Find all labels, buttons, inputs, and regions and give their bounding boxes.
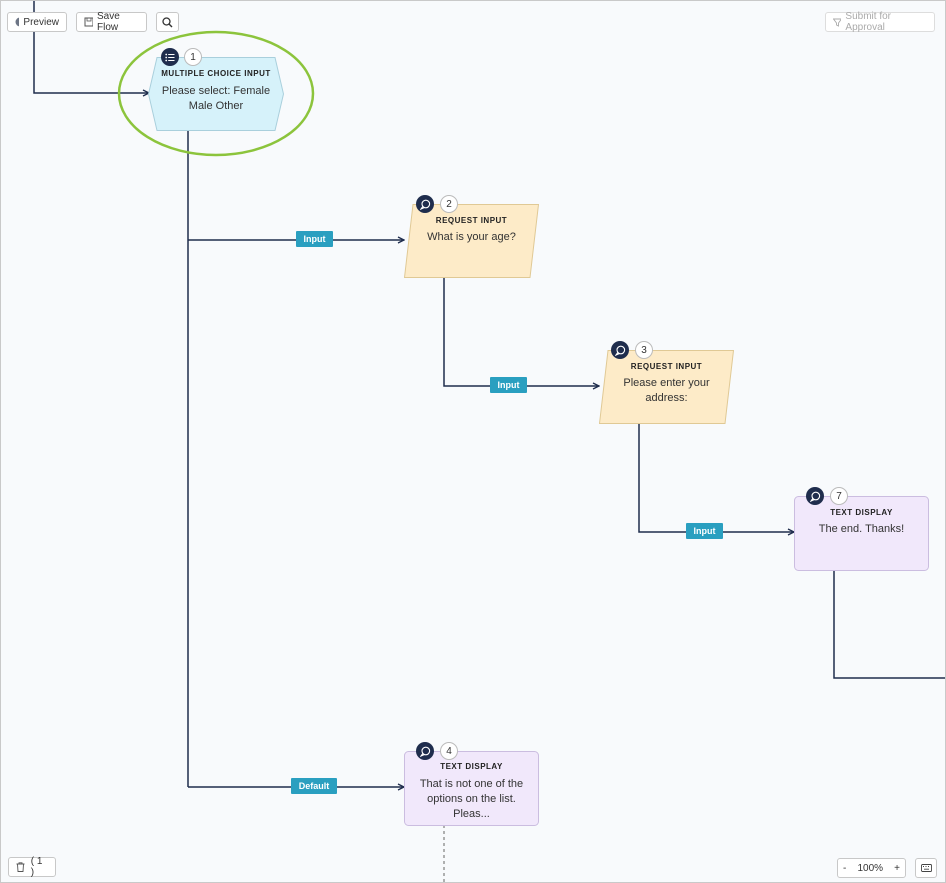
node-shape-hexagon bbox=[148, 57, 284, 131]
search-button[interactable] bbox=[156, 12, 179, 32]
play-icon bbox=[15, 17, 20, 27]
node-type-label: TEXT DISPLAY bbox=[440, 762, 503, 771]
node-number-badge: 4 bbox=[440, 742, 458, 760]
flow-node-2[interactable]: REQUEST INPUT What is your age? bbox=[404, 204, 539, 278]
node-text: Please enter your address: bbox=[623, 377, 710, 404]
flow-node-4[interactable]: TEXT DISPLAY That is not one of the opti… bbox=[404, 751, 539, 826]
edge-2-to-3 bbox=[443, 278, 599, 386]
node-text: What is your age? bbox=[427, 231, 516, 243]
edge-3-to-7 bbox=[638, 424, 794, 532]
node-text: The end. Thanks! bbox=[818, 523, 905, 535]
preview-label: Preview bbox=[23, 16, 59, 28]
flow-node-7[interactable]: TEXT DISPLAY The end. Thanks! bbox=[794, 496, 929, 571]
search-icon bbox=[162, 16, 173, 27]
node-type-label: TEXT DISPLAY bbox=[830, 508, 893, 517]
filter-icon bbox=[833, 18, 842, 27]
save-icon bbox=[84, 17, 93, 27]
zoom-control: - 100% + bbox=[837, 858, 906, 878]
node-type-label: REQUEST INPUT bbox=[630, 362, 703, 371]
node-shape-rectangle bbox=[404, 751, 539, 826]
node-number-badge: 3 bbox=[635, 341, 653, 359]
node-type-label: REQUEST INPUT bbox=[435, 216, 508, 225]
node-shape-parallelogram bbox=[599, 350, 734, 424]
zoom-in-button[interactable]: + bbox=[894, 862, 900, 874]
edge-label-input[interactable]: Input bbox=[490, 377, 527, 393]
edge-label-input[interactable]: Input bbox=[686, 523, 723, 539]
node-type-label: MULTIPLE CHOICE INPUT bbox=[161, 69, 271, 78]
node-text: That is not one of the options on the li… bbox=[419, 778, 524, 820]
chat-bubble-icon bbox=[806, 487, 824, 505]
node-shape-rectangle bbox=[794, 496, 929, 571]
list-icon bbox=[161, 48, 179, 66]
submit-for-approval-button[interactable]: Submit for Approval bbox=[825, 11, 935, 33]
preview-button[interactable]: Preview bbox=[7, 12, 67, 32]
node-number-badge: 7 bbox=[830, 487, 848, 505]
zoom-out-button[interactable]: - bbox=[843, 862, 847, 874]
keyboard-icon bbox=[920, 864, 932, 872]
node-text: Please select: Female Male Other bbox=[161, 85, 271, 112]
chat-bubble-icon bbox=[611, 341, 629, 359]
save-flow-label: Save Flow bbox=[97, 11, 120, 33]
edge-7-out bbox=[833, 570, 945, 679]
edge-label-input[interactable]: Input bbox=[296, 231, 333, 247]
node-number-badge: 2 bbox=[440, 195, 458, 213]
flow-node-3[interactable]: REQUEST INPUT Please enter your address: bbox=[599, 350, 734, 424]
zoom-level: 100% bbox=[857, 862, 884, 874]
save-flow-button[interactable]: Save Flow bbox=[76, 11, 147, 33]
node-shape-parallelogram bbox=[404, 204, 539, 278]
selection-highlight bbox=[117, 30, 315, 157]
trash-count: ( 1 ) bbox=[30, 856, 43, 878]
trash-icon bbox=[16, 862, 25, 872]
trash-button[interactable]: ( 1 ) bbox=[8, 856, 56, 878]
flow-node-1[interactable]: MULTIPLE CHOICE INPUT Please select: Fem… bbox=[148, 57, 284, 131]
chat-bubble-icon bbox=[416, 742, 434, 760]
node-number-badge: 1 bbox=[184, 48, 202, 66]
chat-bubble-icon bbox=[416, 195, 434, 213]
submit-for-approval-label: Submit for Approval bbox=[845, 11, 891, 33]
edge-label-default[interactable]: Default bbox=[291, 778, 337, 794]
keyboard-shortcuts-button[interactable] bbox=[915, 858, 937, 878]
